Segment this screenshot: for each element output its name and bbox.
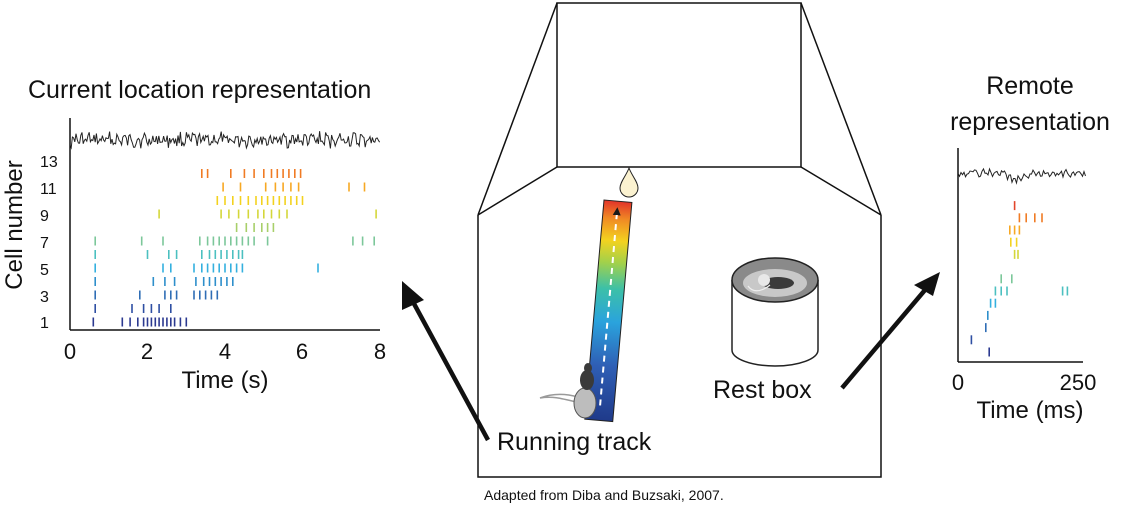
left-panel-title: Current location representation	[28, 76, 371, 104]
left-raster	[92, 169, 377, 327]
left-y-tick: 5	[40, 262, 49, 279]
running-track-label: Running track	[497, 428, 652, 456]
running-track	[584, 199, 633, 423]
left-arrow	[410, 298, 490, 442]
right-arrowhead	[914, 272, 940, 296]
left-y-tick: 1	[40, 315, 49, 332]
left-arrowhead	[402, 281, 424, 310]
left-y-tick: 11	[40, 181, 57, 198]
room-outline	[477, 2, 882, 478]
right-panel-title-line2: representation	[950, 108, 1110, 136]
right-panel-title-line1: Remote	[986, 72, 1074, 100]
left-y-tick: 9	[40, 208, 49, 225]
rest-box-label: Rest box	[713, 376, 812, 404]
left-x-tick: 6	[296, 339, 308, 364]
right-raster	[970, 201, 1069, 357]
left-y-tick: 7	[40, 235, 49, 252]
right-x-tick: 250	[1060, 370, 1097, 395]
left-x-ticks: 0 2 4 6 8	[64, 339, 386, 364]
left-panel: Current location representation 1 3 5 7 …	[1, 76, 386, 394]
lfp-trace-left	[69, 131, 381, 150]
connector-arrows	[402, 272, 940, 442]
left-x-label: Time (s)	[181, 367, 268, 394]
reward-drop-icon	[619, 166, 639, 198]
left-x-tick: 4	[219, 339, 231, 364]
right-arrow	[840, 288, 927, 390]
right-panel: Remote representation 0 250 Time (ms)	[950, 72, 1110, 424]
credit-text: Adapted from Diba and Buzsaki, 2007.	[484, 487, 724, 503]
lfp-trace-right	[957, 167, 1086, 185]
left-x-tick: 8	[374, 339, 386, 364]
left-y-tick: 13	[40, 154, 58, 171]
scene: Rest box Running track	[477, 2, 882, 478]
left-y-label: Cell number	[1, 160, 28, 289]
left-x-tick: 2	[141, 339, 153, 364]
right-x-tick: 0	[952, 370, 964, 395]
rat-icon	[539, 363, 597, 419]
left-x-tick: 0	[64, 339, 76, 364]
left-y-ticks: 1 3 5 7 9 11 13	[40, 154, 58, 332]
right-x-label: Time (ms)	[976, 397, 1083, 424]
left-y-tick: 3	[40, 289, 49, 306]
rest-box-icon	[731, 257, 819, 367]
